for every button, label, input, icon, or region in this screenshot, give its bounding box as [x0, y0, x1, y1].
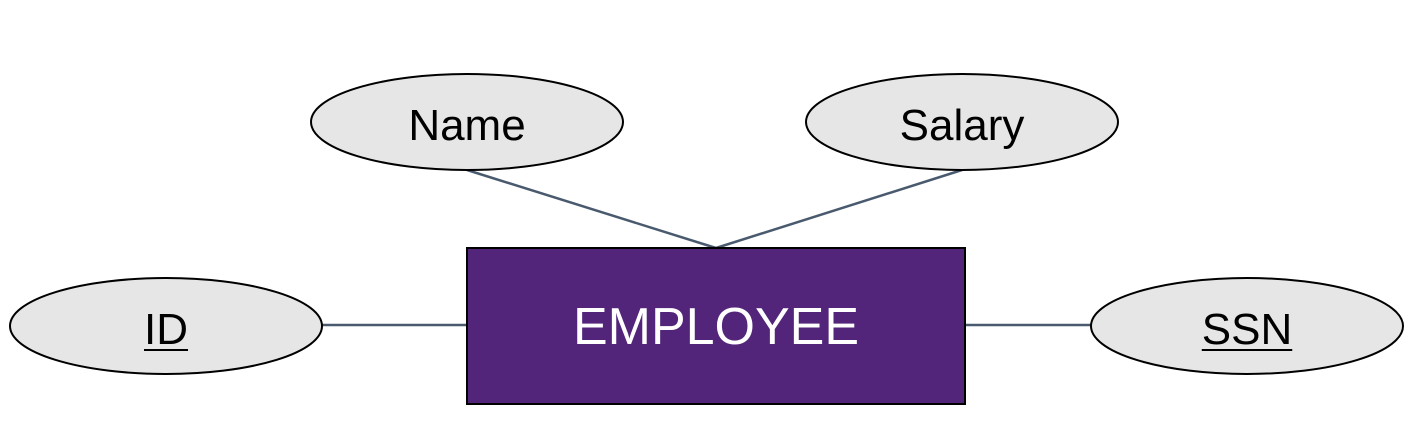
attribute-name-label: Name [408, 101, 525, 150]
attribute-id-label: ID [144, 305, 188, 354]
attribute-salary-ellipse [805, 73, 1119, 171]
attribute-name-ellipse [310, 73, 624, 171]
entity-box [466, 247, 966, 405]
entity-employee[interactable]: EMPLOYEE [466, 247, 966, 405]
attribute-id-ellipse [9, 277, 323, 375]
connector-name [466, 168, 717, 250]
connector-salary [715, 168, 963, 250]
attribute-ssn[interactable]: SSN [1090, 277, 1404, 375]
attribute-ssn-label: SSN [1202, 305, 1292, 354]
attribute-id[interactable]: ID [9, 277, 323, 375]
entity-label: EMPLOYEE [573, 298, 859, 356]
attribute-salary[interactable]: Salary [805, 73, 1119, 171]
attribute-ssn-ellipse [1090, 277, 1404, 375]
attribute-salary-label: Salary [900, 101, 1025, 150]
attribute-name[interactable]: Name [310, 73, 624, 171]
